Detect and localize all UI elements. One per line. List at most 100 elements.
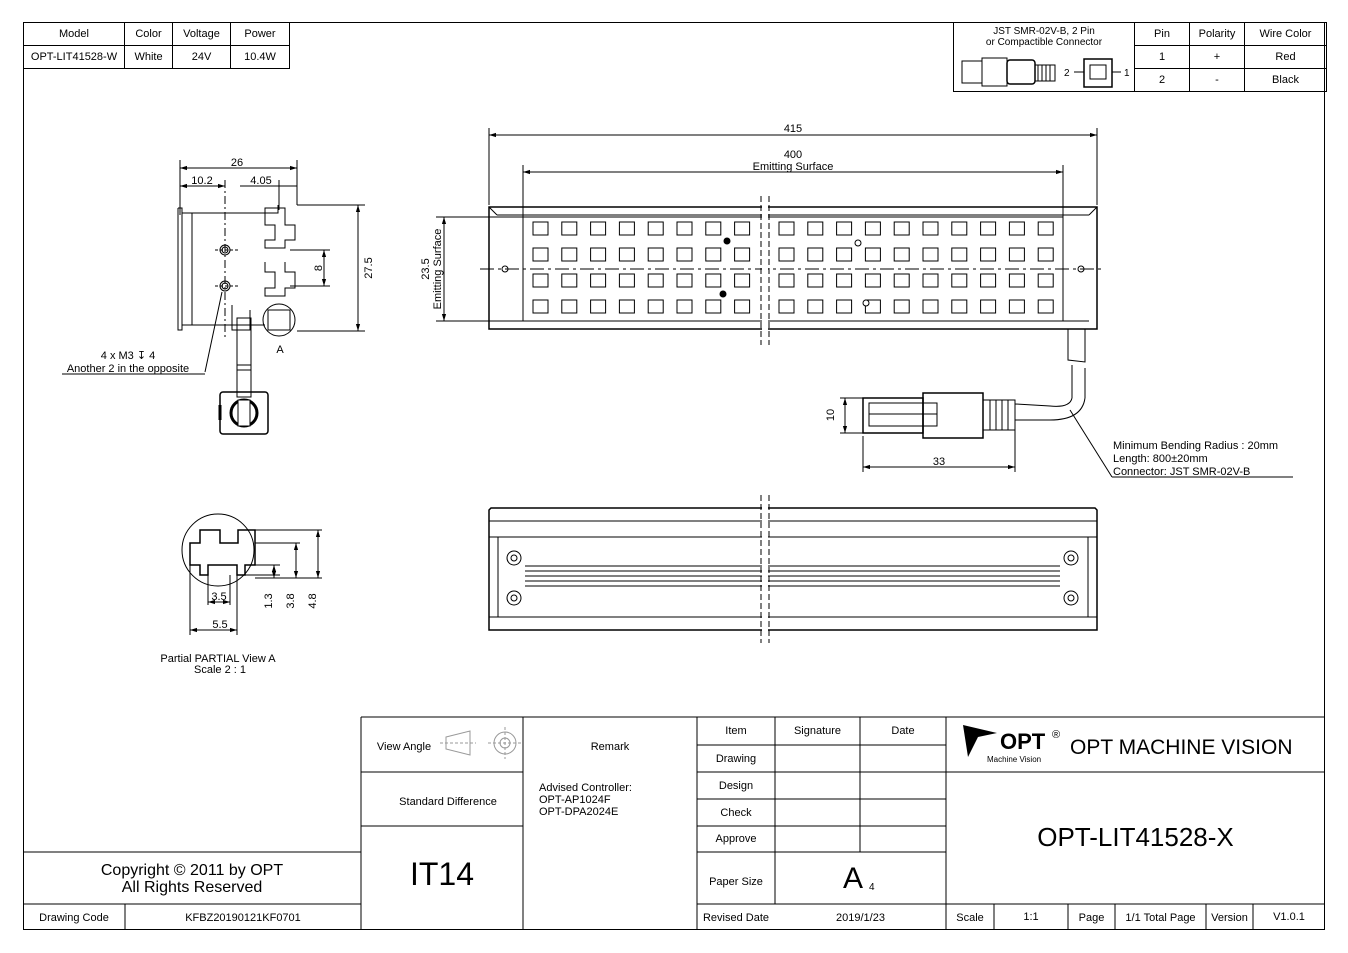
tolerance-value: IT14 <box>409 856 475 892</box>
side-dim-left: 10.2 <box>191 175 212 187</box>
pin-row2-pin: 2 <box>1134 68 1190 92</box>
technical-drawing: 26 10.2 4.05 27.5 8 A 4 x M3 ↧ 4 Another… <box>62 123 1293 676</box>
scale-value: 1:1 <box>1023 911 1039 923</box>
part-number: OPT-LIT41528-X <box>1037 822 1234 852</box>
cable-dim-10: 10 <box>825 409 837 421</box>
partial-caption-1: Partial PARTIAL View A <box>160 653 276 665</box>
emitter-cell <box>676 247 693 262</box>
company-name: OPT MACHINE VISION <box>1070 736 1293 759</box>
emitter-cell <box>1037 247 1054 262</box>
emitter-cell <box>1008 273 1025 288</box>
pin-header-pin: Pin <box>1134 22 1190 46</box>
emitter-cell <box>734 221 751 236</box>
paper-size-sub: 4 <box>869 882 875 893</box>
view-angle-label: View Angle <box>376 741 432 753</box>
emitter-cell <box>705 273 722 288</box>
advised-controller: Advised Controller: OPT-AP1024F OPT-DPA2… <box>539 782 632 818</box>
emitter-cell <box>980 221 997 236</box>
approve-row-label: Approve <box>715 833 757 845</box>
advised-line-3: OPT-DPA2024E <box>539 806 619 818</box>
partial-caption-2: Scale 2 : 1 <box>194 664 246 676</box>
emitter-cell <box>734 299 751 314</box>
partial-dim-35: 3.5 <box>211 591 226 603</box>
emitter-cell <box>532 299 549 314</box>
revised-date-value: 2019/1/23 <box>836 912 885 924</box>
paper-size-label: Paper Size <box>709 876 763 888</box>
remark-label: Remark <box>590 741 630 753</box>
emitter-cell <box>778 273 795 288</box>
logo-subtitle: Machine Vision <box>987 755 1042 764</box>
front-dim-emit-label: Emitting Surface <box>753 161 834 173</box>
pin-row2-wire: Black <box>1244 68 1327 92</box>
emitter-cell <box>705 221 722 236</box>
cable-note-3: Connector: JST SMR-02V-B <box>1113 466 1250 478</box>
emitter-cell <box>1037 221 1054 236</box>
side-dim-width: 26 <box>231 157 243 169</box>
emitter-cell <box>1008 299 1025 314</box>
version-label: Version <box>1211 912 1248 924</box>
emitter-cell <box>836 247 853 262</box>
partial-dim-13: 1.3 <box>263 593 275 608</box>
cable-note-2: Length: 800±20mm <box>1113 453 1208 465</box>
emitter-cell <box>590 247 607 262</box>
spec-color: White <box>124 45 173 69</box>
hole-note-1: 4 x M3 ↧ 4 <box>101 350 155 362</box>
opt-logo-icon <box>963 725 997 757</box>
emitter-cell <box>864 247 881 262</box>
bottom-view-break <box>762 506 768 632</box>
partial-view-a <box>181 513 322 635</box>
detail-marker-a: A <box>276 344 284 356</box>
copyright-line-2: All Rights Reserved <box>121 879 263 896</box>
emitter-cell <box>1008 221 1025 236</box>
emitter-grid <box>532 221 1054 314</box>
scale-label: Scale <box>956 912 984 924</box>
logo-registered: ® <box>1052 729 1061 741</box>
logo-text: OPT <box>1000 729 1046 754</box>
emitter-cell <box>922 247 939 262</box>
check-row-label: Check <box>720 807 752 819</box>
emitter-cell <box>980 273 997 288</box>
emitter-cell <box>532 221 549 236</box>
front-view <box>436 128 1293 478</box>
connector-title-1: JST SMR-02V-B, 2 Pin <box>993 26 1095 37</box>
spec-table: Model Color Voltage Power OPT-LIT41528-W… <box>23 22 290 69</box>
hole-note-2: Another 2 in the opposite <box>67 363 189 375</box>
drawing-frame <box>23 22 1325 930</box>
emitter-cell <box>676 221 693 236</box>
emitter-cell <box>676 299 693 314</box>
fiducial-dot <box>719 290 727 298</box>
emitter-cell <box>951 221 968 236</box>
emitter-cell <box>618 299 635 314</box>
emitter-cell <box>532 247 549 262</box>
pin-row1-polarity: + <box>1189 45 1245 69</box>
side-view <box>62 160 365 435</box>
spec-model: OPT-LIT41528-W <box>23 45 125 69</box>
emitter-cell <box>734 247 751 262</box>
standard-difference-label: Standard Difference <box>399 796 497 808</box>
emitter-cell <box>561 221 578 236</box>
partial-dim-55: 5.5 <box>212 619 227 631</box>
emitter-cell <box>705 247 722 262</box>
emitter-cell <box>647 299 664 314</box>
emitter-cell <box>922 299 939 314</box>
front-dim-height: 23.5 <box>420 258 432 279</box>
side-dim-hole-pitch: 8 <box>313 265 325 271</box>
emitter-cell <box>807 299 824 314</box>
connector-title-2: or Compactible Connector <box>985 37 1103 48</box>
date-header: Date <box>891 725 915 737</box>
bottom-view <box>488 495 1098 643</box>
emitter-cell <box>561 247 578 262</box>
paper-size-value: A <box>843 862 864 895</box>
emitter-cell <box>561 273 578 288</box>
emitter-cell <box>951 247 968 262</box>
emitter-cell <box>561 299 578 314</box>
cable-dim-33: 33 <box>933 456 945 468</box>
title-block-lines <box>23 716 1325 930</box>
emitter-cell <box>734 273 751 288</box>
side-dim-right: 4.05 <box>250 175 271 187</box>
emitter-cell <box>836 273 853 288</box>
emitter-cell <box>647 247 664 262</box>
cable-note-1: Minimum Bending Radius : 20mm <box>1113 440 1278 452</box>
emitter-cell <box>676 273 693 288</box>
emitter-cell <box>1008 247 1025 262</box>
